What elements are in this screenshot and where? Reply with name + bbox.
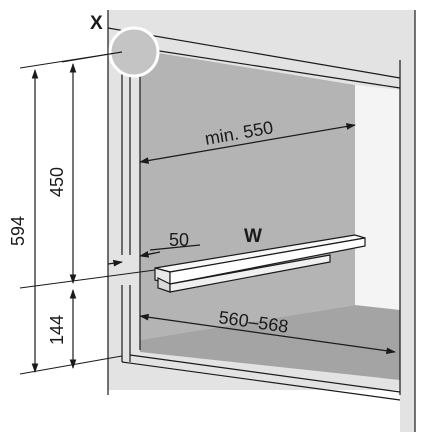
dimension-560-568-line — [139, 313, 396, 355]
shelf-w-label: W — [244, 226, 262, 247]
dimension-144-label: 144 — [47, 315, 67, 345]
dimension-450-label: 450 — [47, 167, 67, 197]
dimension-min-550-line — [139, 123, 356, 164]
dimension-50-label: 50 — [169, 230, 189, 250]
niche-back-wall — [140, 50, 355, 340]
shelf-w — [154, 234, 366, 293]
niche-outline — [107, 10, 416, 432]
dimension-50 — [107, 244, 201, 267]
dimension-594-label: 594 — [8, 216, 28, 246]
detail-x-label: X — [90, 13, 103, 34]
detail-x-circle — [108, 26, 160, 78]
